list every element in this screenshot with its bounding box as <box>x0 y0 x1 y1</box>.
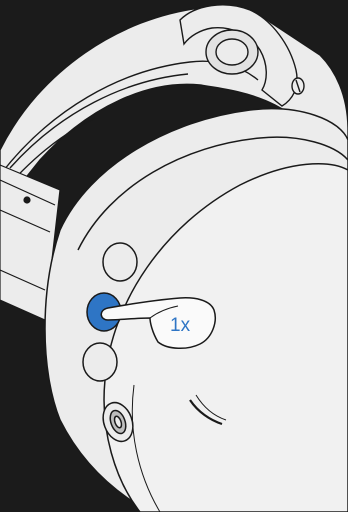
lower-button <box>83 343 117 381</box>
upper-button <box>103 243 137 281</box>
press-count-label: 1x <box>170 315 191 336</box>
